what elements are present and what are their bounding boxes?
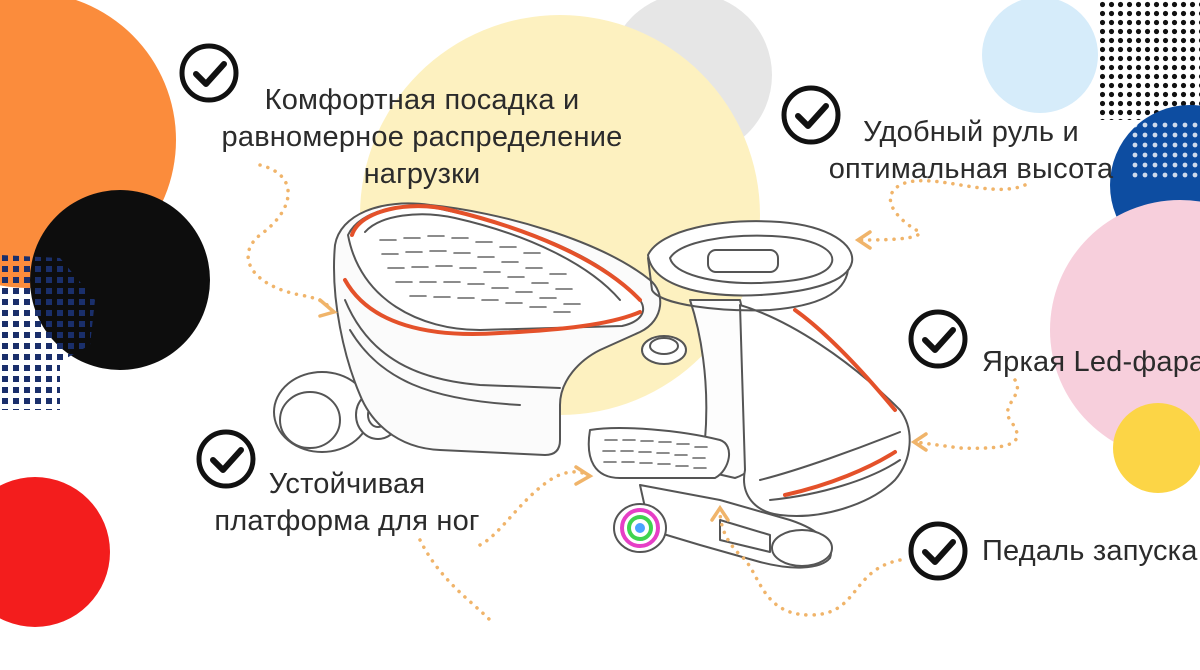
feature-pedal-line-1: Педаль запуска xyxy=(982,535,1198,567)
checkmark-circle-icon xyxy=(781,85,841,145)
feature-steering xyxy=(780,84,842,146)
feature-pedal xyxy=(907,520,969,582)
yellow-circle xyxy=(1113,403,1200,493)
feature-steering-line-2: оптимальная высота xyxy=(828,153,1114,185)
pink-circle xyxy=(1050,200,1200,460)
feature-pedal-label: Педаль запуска xyxy=(982,533,1198,570)
checkmark-circle-icon xyxy=(196,429,256,489)
red-circle xyxy=(0,477,110,627)
feature-seat xyxy=(178,42,240,104)
white-dots-on-navy xyxy=(1130,120,1200,180)
feature-led-line-1: Яркая Led-фара xyxy=(982,346,1200,378)
feature-seat-line-2: равномерное распределение xyxy=(221,121,623,153)
feature-platform-line-1: Устойчивая xyxy=(268,468,426,500)
feature-platform xyxy=(195,428,257,490)
feature-steering-line-1: Удобный руль и xyxy=(863,116,1079,148)
feature-seat-line-3: нагрузки xyxy=(363,158,481,190)
feature-steering-label: Удобный руль и оптимальная высота xyxy=(826,114,1116,188)
dark-dot-field xyxy=(1100,0,1200,120)
led-wheel-icon xyxy=(620,508,660,548)
feature-platform-line-2: платформа для ног xyxy=(214,505,480,537)
checkmark-circle-icon xyxy=(908,309,968,369)
feature-led-label: Яркая Led-фара xyxy=(982,344,1200,381)
checkmark-circle-icon xyxy=(908,521,968,581)
light-blue-circle xyxy=(982,0,1098,113)
checkmark-circle-icon xyxy=(179,43,239,103)
feature-platform-label: Устойчивая платформа для ног xyxy=(212,466,482,540)
navy-dot-strip xyxy=(0,300,60,410)
feature-seat-line-1: Комфортная посадка и xyxy=(264,84,580,116)
feature-seat-label: Комфортная посадка и равномерное распред… xyxy=(192,82,652,193)
feature-led xyxy=(907,308,969,370)
